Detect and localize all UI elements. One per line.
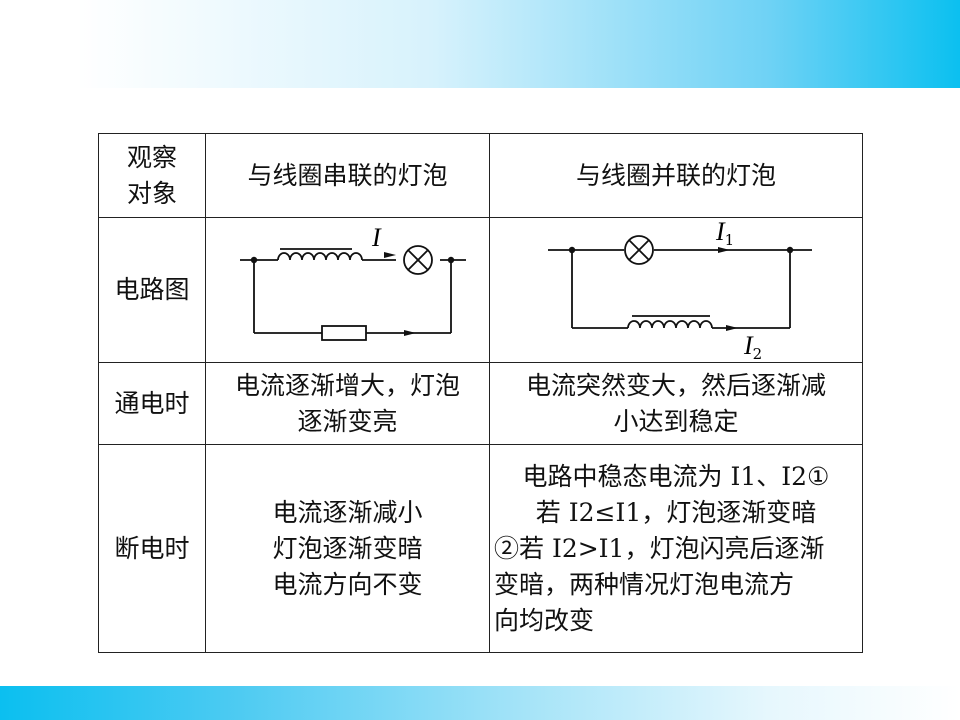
parallel-current-1-label: I1: [715, 218, 734, 249]
series-circuit-diagram: I: [240, 223, 466, 341]
power-off-series-line-2: 灯泡逐渐变暗: [272, 533, 423, 563]
header-series-cell: 与线圈串联的灯泡: [205, 133, 490, 218]
circuit-row: 电路图: [98, 217, 863, 363]
power-off-parallel-line-4: 变暗，两种情况灯泡电流方: [494, 569, 795, 599]
parallel-top-arrow: [718, 247, 730, 253]
circuit-label: 电路图: [98, 217, 206, 363]
header-parallel-cell: 与线圈并联的灯泡: [489, 133, 863, 218]
power-off-series-line-3: 电流方向不变: [272, 569, 423, 599]
observe-line-2: 对象: [126, 178, 177, 208]
comparison-table: 观察 对象 与线圈串联的灯泡 与线圈并联的灯泡 电路图: [98, 133, 863, 653]
power-on-parallel-cell: 电流突然变大，然后逐渐减 小达到稳定: [489, 362, 863, 445]
power-on-series-line-2: 逐渐变亮: [297, 406, 398, 436]
power-on-parallel-line-2: 小达到稳定: [613, 406, 739, 436]
header-observe-cell: 观察 对象: [98, 133, 206, 218]
series-bottom-arrow: [404, 330, 416, 336]
power-on-row: 通电时 电流逐渐增大，灯泡 逐渐变亮 电流突然变大，然后逐渐减 小达到稳定: [98, 362, 863, 445]
power-off-parallel-line-2: 若 I2≤I1，灯泡逐渐变暗: [535, 497, 817, 527]
power-off-parallel-cell: 电路中稳态电流为 I1、I2① 若 I2≤I1，灯泡逐渐变暗 ②若 I2>I1，…: [489, 444, 863, 653]
parallel-circuit-cell: I1 I2: [489, 217, 863, 363]
power-off-series-line-1: 电流逐渐减小: [272, 497, 423, 527]
top-gradient-band: [0, 0, 960, 88]
power-off-series-cell: 电流逐渐减小 灯泡逐渐变暗 电流方向不变: [205, 444, 490, 653]
power-off-parallel-line-1: 电路中稳态电流为 I1、I2①: [522, 461, 830, 491]
parallel-current-2-label: I2: [743, 331, 762, 362]
power-on-series-cell: 电流逐渐增大，灯泡 逐渐变亮: [205, 362, 490, 445]
parallel-circuit-diagram: I1 I2: [548, 218, 812, 362]
parallel-bottom-arrow: [726, 325, 738, 331]
power-off-parallel-line-3: ②若 I2>I1，灯泡闪亮后逐渐: [494, 533, 825, 563]
power-off-row: 断电时 电流逐渐减小 灯泡逐渐变暗 电流方向不变 电路中稳态电流为 I1、I2①…: [98, 444, 863, 653]
bottom-gradient-band: [0, 686, 960, 720]
power-on-series-line-1: 电流逐渐增大，灯泡: [234, 370, 460, 400]
observe-line-1: 观察: [126, 142, 177, 172]
series-current-arrow: [384, 252, 396, 258]
power-on-parallel-line-1: 电流突然变大，然后逐渐减: [525, 370, 826, 400]
series-current-label: I: [371, 223, 382, 252]
power-off-label: 断电时: [98, 444, 206, 653]
header-row: 观察 对象 与线圈串联的灯泡 与线圈并联的灯泡: [98, 133, 863, 218]
power-off-parallel-line-5: 向均改变: [494, 605, 595, 635]
series-circuit-cell: I: [205, 217, 490, 363]
power-on-label: 通电时: [98, 362, 206, 445]
